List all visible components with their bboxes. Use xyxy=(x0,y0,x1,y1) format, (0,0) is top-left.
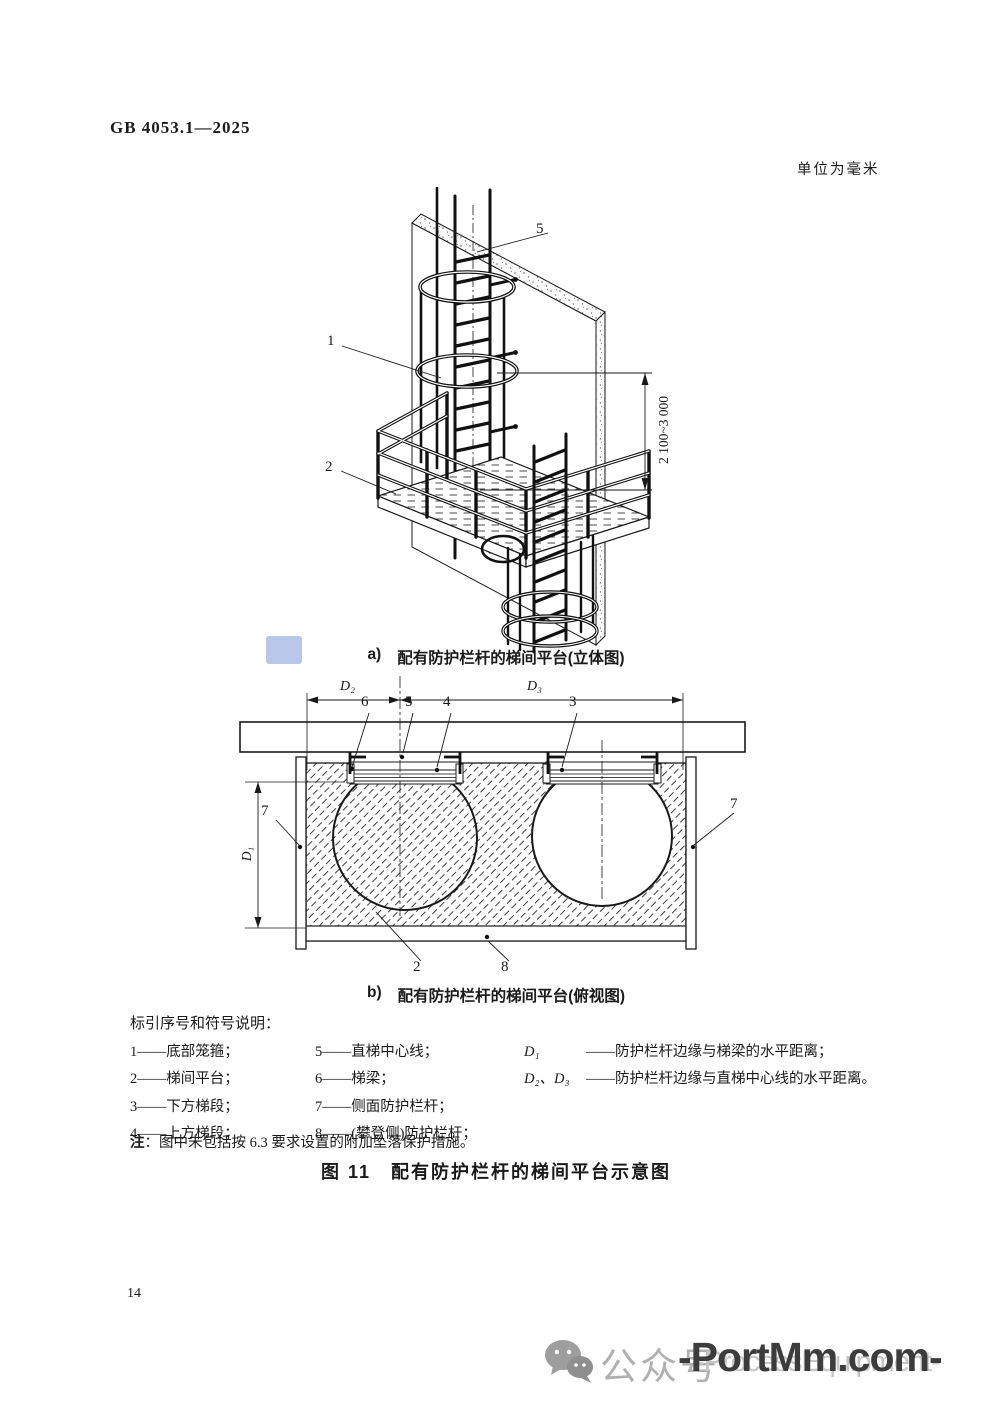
legend-intro: 标引序号和符号说明： xyxy=(130,1016,281,1032)
legend-item-3: 3——下方梯段； xyxy=(130,1098,239,1115)
side-guardrail-right xyxy=(685,756,697,950)
callout-2-iso: 2 xyxy=(325,459,333,475)
legend-item-1: 1——底部笼箍； xyxy=(130,1044,239,1060)
leader-lines-b xyxy=(275,712,735,962)
mounting-brackets xyxy=(348,752,659,774)
bottom-cage-hoops xyxy=(501,590,599,648)
side-guardrail-left xyxy=(295,756,307,950)
figure-note: 注：图中未包括按 6.3 要求设置的附加坠落保护措施。 xyxy=(130,1131,474,1152)
width-dimension-lines xyxy=(306,693,684,770)
caption-b: b) 配有防护栏杆的梯间平台(俯视图) xyxy=(0,984,992,1006)
legend-column-2: 5——直梯中心线； 6——梯梁； 7——侧面防护栏杆； 8——(攀登侧)防护栏杆… xyxy=(315,1039,477,1149)
wechat-icon xyxy=(545,1340,593,1383)
legend-item-6: 6——梯梁； xyxy=(315,1071,395,1088)
note-text: ：图中未包括按 6.3 要求设置的附加坠落保护措施。 xyxy=(144,1135,475,1151)
units-note: 单位为毫米 xyxy=(797,162,880,178)
caption-b-text: 配有防护栏杆的梯间平台(俯视图) xyxy=(397,988,625,1005)
dim-d3-label: D₃ xyxy=(527,679,542,694)
legend-item-d2d3: D₂、D₃ ——防护栏杆边缘与直梯中心线的水平距离。 xyxy=(524,1066,876,1093)
dim-d2-label: D₂ xyxy=(340,679,355,694)
height-dimension-lines xyxy=(480,372,652,491)
document-number: GB 4053.1—2025 xyxy=(110,118,251,137)
legend-item-d1: D₁ ——防护栏杆边缘与梯梁的水平距离； xyxy=(524,1039,876,1066)
watermark-front-text: -PortMm.com- xyxy=(678,1334,943,1380)
figure-title: 图 11 配有防护栏杆的梯间平台示意图 xyxy=(320,1162,672,1182)
legend-d1-symbol: D₁ xyxy=(524,1044,540,1060)
callout-5-iso: 5 xyxy=(536,221,544,237)
climbing-side-guardrail xyxy=(305,925,687,942)
legend-d1-text: ——防护栏杆边缘与梯梁的水平距离； xyxy=(586,1044,833,1060)
platform-railing xyxy=(376,391,651,560)
legend-column-1: 1——底部笼箍； 2——梯间平台； 3——下方梯段； 4——上方梯段； xyxy=(130,1039,239,1149)
isometric-ladder-platform-drawing xyxy=(340,186,652,654)
legend-column-3: D₁ ——防护栏杆边缘与梯梁的水平距离； D₂、D₃ ——防护栏杆边缘与直梯中心… xyxy=(524,1039,876,1094)
top-view-platform-drawing xyxy=(239,676,746,962)
legend-d2d3-text: ——防护栏杆边缘与直梯中心线的水平距离。 xyxy=(586,1071,876,1088)
stamp-watermark xyxy=(266,636,302,664)
leader-lines-a xyxy=(340,232,549,495)
dim-d1-label: D₁ xyxy=(239,846,254,862)
page-number: 14 xyxy=(127,1286,141,1301)
callout-7-left: 7 xyxy=(261,803,269,819)
wall-beam xyxy=(239,721,746,753)
caption-a-label: a) xyxy=(367,646,382,663)
centerlines xyxy=(399,676,603,916)
d1-dimension-lines xyxy=(245,781,345,929)
callout-2-top: 2 xyxy=(413,959,421,975)
callout-3-top: 3 xyxy=(569,694,577,710)
legend-item-8: 8——(攀登侧)防护栏杆； xyxy=(315,1126,477,1143)
callout-7-right: 7 xyxy=(730,796,738,812)
callout-4-top: 4 xyxy=(443,694,451,710)
wechat-account-label: 公众号 xyxy=(600,1346,720,1387)
callout-8-top: 8 xyxy=(501,959,509,975)
callout-5-top: 5 xyxy=(405,694,413,710)
legend-item-2: 2——梯间平台； xyxy=(130,1071,239,1088)
lower-ladder xyxy=(506,432,595,654)
note-label: 注 xyxy=(130,1135,145,1151)
legend-item-4: 4——上方梯段； xyxy=(130,1126,239,1143)
watermark-back-text: -ProcessEquipment- xyxy=(695,1346,941,1378)
legend-item-5: 5——直梯中心线； xyxy=(315,1044,439,1060)
legend-d2d3-symbol: D₂、D₃ xyxy=(524,1071,570,1088)
callout-6-top: 6 xyxy=(361,694,369,710)
caption-a-text: 配有防护栏杆的梯间平台(立体图) xyxy=(397,650,625,667)
callout-1-iso: 1 xyxy=(327,333,335,349)
caption-b-label: b) xyxy=(367,984,382,1001)
legend-item-7: 7——侧面防护栏杆； xyxy=(315,1098,453,1115)
height-dimension-label: 2 100~3 000 xyxy=(656,395,671,465)
caption-a: a) 配有防护栏杆的梯间平台(立体图) xyxy=(0,646,992,668)
cage-entry-arc xyxy=(480,534,526,564)
